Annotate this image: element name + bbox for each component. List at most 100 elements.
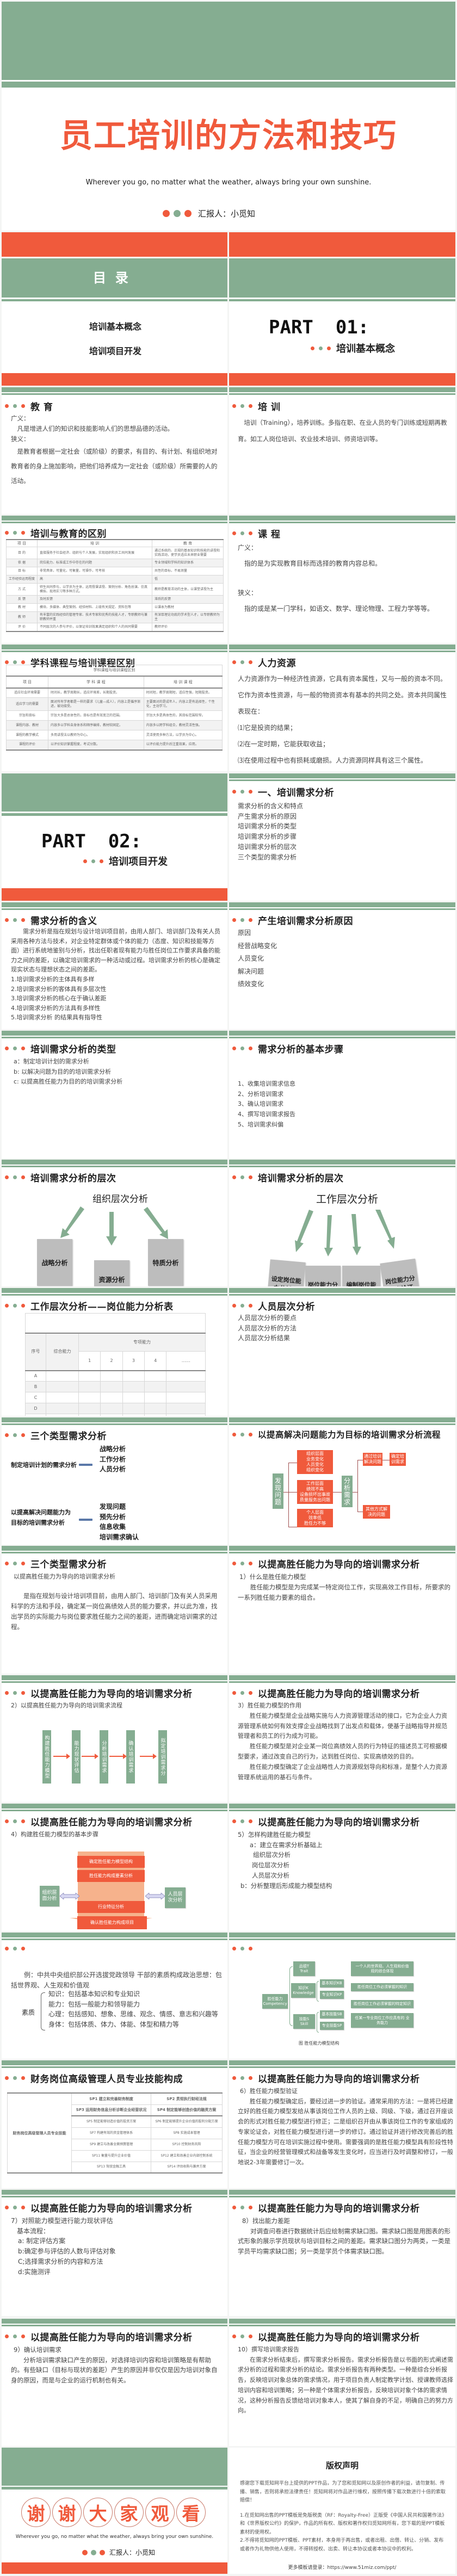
list-item[interactable]: 需求分析的含义和特点 <box>238 802 304 810</box>
flow-step-4: 确认培训需求 <box>126 1730 135 1784</box>
decor-dots <box>5 531 25 535</box>
table-row: D <box>25 1403 206 1414</box>
cover-reporter: 汇报人：小觅知 <box>163 208 255 219</box>
model-caption: 图 胜任能力模型结构 <box>299 2041 339 2046</box>
toc-slide: 目 录 培训基本概念 培训项目开发 <box>2 232 227 386</box>
competency-def-slide: 以提高胜任能力为导向的培训需求分析 1）什么是胜任能力模型 胜任能力模型是为完成… <box>229 1546 455 1674</box>
part2-thin-bar <box>2 813 227 816</box>
model-sp: 专业技能SP <box>320 2022 344 2030</box>
model-steps-label: 4）构建胜任能力模型的基本步骤 <box>11 1831 98 1838</box>
table-row: 反 馈及时反馈滞后的反馈 <box>6 595 224 604</box>
brace-icon <box>317 1981 319 2002</box>
table-row: 课程的评价以评价知识掌握程度，考试分数。以评价能力提升后注重效果，应用。 <box>6 740 223 750</box>
person-level-slide: 人员层次分析 人员层次分析的要点 人员层次分析的方法 人员层次分析结果 <box>229 1288 455 1416</box>
slide-heading: 一、培训需求分析 <box>232 785 334 798</box>
table-row: C <box>25 1392 206 1403</box>
decor-dots <box>5 2334 25 2338</box>
quality-label: 素质 <box>22 2009 35 2016</box>
decor-dots <box>5 1046 25 1050</box>
decor-dots <box>232 2076 252 2080</box>
list-item[interactable]: 培训需求分析的层次 <box>238 843 297 851</box>
decor-dots <box>5 1175 25 1179</box>
slide-heading: 以提高胜任能力为导向的培训需求分析 <box>232 2071 420 2085</box>
table-row: 适应学习的需要面对所有学者都是一样的要求（儿童—成人），内容上是循序渐进，被动接… <box>6 697 223 711</box>
table-row: 适应社会环境需要时间长，教学周期长，适应环境差，长期投资。时间短，教学周期短，适… <box>6 688 223 698</box>
slide-heading: 培训与教育的区别 <box>5 526 107 540</box>
part1-name: 培训基本概念 <box>336 343 395 355</box>
table-row: 目 标非常具体，可量化，可衡量，可操作，可考核共性的目标，不易测量 <box>6 567 224 575</box>
double-arrow-icon <box>145 1893 165 1899</box>
confirm-slide: 以提高胜任能力为导向的培训需求分析 9）确认培训需求 分析培训需求缺口产生的原因… <box>2 2319 227 2446</box>
how-to-build-slide: 以提高胜任能力为导向的培训需求分析 5）怎样构建胜任能力模型 a：建立在需求分析… <box>229 1804 455 1931</box>
list-item[interactable]: 产生需求分析的原因 <box>238 812 297 820</box>
education-body: 广义： 凡是增进人们的知识和技能影响人们的思想品德的活动。 狭义： 是教育者根据… <box>11 414 218 485</box>
part1-bottom-bar <box>229 373 455 386</box>
table-row: 教 师有丰富的实践经验的管理专家、技术专家和优秀的技能人才，专职教师与兼职教师并… <box>6 611 224 623</box>
model-kp: 专业知识KP <box>320 1991 344 1999</box>
model-kb: 基本知识KB <box>320 1979 344 1987</box>
copyright-slide: 版权声明 感谢您下载觅知网平台上提供的PPT作品，为了您和觅知网以及原创作者的利… <box>229 2448 455 2574</box>
decor-dots <box>82 2549 105 2555</box>
needs-meaning-slide: 需求分析的含义 需求分析是指在规划与设计培训项目前，由用人部门、培训部门及有关人… <box>2 902 227 1029</box>
toc-item-1[interactable]: 培训基本概念 <box>89 321 142 332</box>
slide-heading: 培训需求分析的类型 <box>5 1042 116 1055</box>
table-row: …… <box>25 1414 206 1416</box>
decor-dots <box>232 1691 252 1695</box>
model-sb: 基本技能SB <box>320 2010 344 2018</box>
report-slide: 以提高胜任能力为导向的培训需求分析 10）撰写培训需求报告 在需求分析结束后，撰… <box>229 2319 455 2446</box>
slide-heading: 产生培训需求分析原因 <box>232 913 353 927</box>
model-desc-3: 胜任岗位工作必须掌握的特定知识 <box>351 2000 413 2008</box>
decor-dots <box>232 918 252 922</box>
needs-meaning-body: 需求分析是指在规划与设计培训项目前，由用人部门、培训部门及有关人员采用各种方法与… <box>11 928 220 1021</box>
list-item[interactable]: 培训需求分析的步骤 <box>238 833 297 841</box>
toc-item-2[interactable]: 培训项目开发 <box>89 346 142 356</box>
flow-other: 其他方式解决的问题 <box>363 1505 390 1519</box>
quality-items: 知识：包括基本知识和专业知识 能力：包括一般能力和领导能力 心理：包括感知、想象… <box>48 1990 219 2029</box>
decor-dots <box>232 404 252 408</box>
flow-confirm: 确定培训需求 <box>390 1453 406 1466</box>
decor-dots <box>232 1819 252 1823</box>
decor-dots <box>232 1046 252 1050</box>
brace-icon <box>317 2012 319 2033</box>
slide-heading: 以提高胜任能力为导向的培训需求分析 <box>5 1686 193 1700</box>
hr-body: 人力资源作为一种经济性资源，它具有资本属性，又与一般的资本不同。它作为资本性资源… <box>238 675 447 764</box>
slide-heading: 需求分析的含义 <box>5 913 97 927</box>
toc-top-bar <box>2 232 227 257</box>
slide-heading: 以提高胜任能力为导向的培训需求分析 <box>232 1686 420 1700</box>
part1-thin-bar <box>229 299 455 301</box>
slide-heading: 人力资源 <box>232 655 296 669</box>
model-desc-1: 一个人的世界观、人生观和价值观的综合体现 <box>351 1961 413 1976</box>
flow-step-5: 拟定培训需求分 <box>158 1730 167 1784</box>
cover-header-bar <box>2 2 455 80</box>
slide-heading: 人员层次分析 <box>232 1299 315 1312</box>
copyright-more-link[interactable]: 更多模板请登录：https://www.51miz.com/ppt/ <box>288 2565 397 2571</box>
evaluate-body: 7）对照能力模型进行能力现状评估 基本流程： a: 制定评估方案 b:确定参与评… <box>11 2217 116 2276</box>
decor-dots <box>311 346 331 350</box>
decor-dots <box>5 1819 25 1823</box>
hr-slide: 人力资源 人力资源作为一种经济性资源，它具有资本属性，又与一般的资本不同。它作为… <box>229 645 455 771</box>
model-step-4: 确认胜任能力构成项目 <box>77 1916 147 1929</box>
part2-bottom-bar <box>2 888 227 901</box>
arrow-icon <box>53 1754 157 1759</box>
slide-heading: 财务岗位高级管理人员专业技能构成 <box>5 2071 183 2085</box>
group1-items: 战略分析 工作分析 人员分析 <box>100 1445 126 1473</box>
course-slide: 课 程 广义： 指的是为实现教育目标而选择的教育内容总和。 狭义： 指的或是某一… <box>229 516 455 643</box>
verify-slide: 以提高胜任能力为导向的培训需求分析 6）胜任能力模型验证 胜任能力模型确定后，要… <box>229 2060 455 2188</box>
list-item[interactable]: 培训需求分析的类型 <box>238 822 297 831</box>
table-row: 依 据岗位能力、标准或工作中存在的问题专业领域和学科的知识体系 <box>6 559 224 567</box>
part1-header-bar <box>229 258 455 298</box>
list-item[interactable]: 三个类型的需求分析 <box>238 853 297 861</box>
part1-label: PART 01: <box>269 317 369 338</box>
decor-dots <box>5 1691 25 1695</box>
decor-dots <box>232 1947 252 1950</box>
thanks-circles: 谢 谢 大 家 观 看 <box>21 2498 207 2527</box>
thanks-reporter: 汇报人：小觅知 <box>82 2548 155 2557</box>
table-row: 评 价不同层次的人参与评价，以保证培训效果满足组织和个人的共同需要教师评价 <box>6 623 224 631</box>
table-row: 工作经验运用程度高低 <box>6 575 224 584</box>
arrow-right-icon <box>79 1464 92 1466</box>
verify-body: 6）胜任能力模型验证 胜任能力模型确定后，要经过进一步的验证。通常采用的方法：一… <box>238 2088 453 2166</box>
